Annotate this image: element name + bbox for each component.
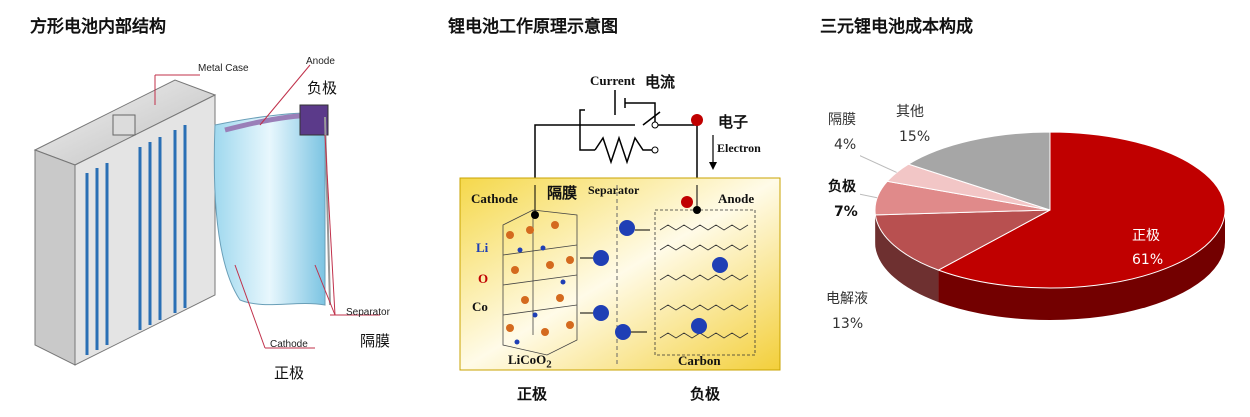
- bottom-cathode-cn-label: 正极: [517, 385, 548, 403]
- prismatic-battery-illustration: [33, 64, 380, 366]
- separator-cell-label: Separator: [588, 183, 640, 197]
- cathode-cn-label: 正极: [274, 364, 305, 382]
- anode-label: Anode: [306, 56, 335, 67]
- cathode-cell-label: Cathode: [471, 191, 518, 206]
- licoo-text: LiCoO: [508, 352, 547, 367]
- anode-cn-label: 负极: [307, 79, 338, 97]
- pie-leader-line-3: [860, 155, 897, 173]
- cathode-label: Cathode: [270, 339, 308, 350]
- separator-label: Separator: [346, 307, 390, 318]
- cost-pie-chart: [860, 131, 1226, 320]
- current-cn-label: 电流: [645, 73, 676, 91]
- slice-label-name-anode: 负极: [828, 179, 856, 195]
- separator-cn-label: 隔膜: [360, 332, 391, 350]
- metal-case-label: Metal Case: [198, 63, 249, 74]
- panel-title-working-principle: 锂电池工作原理示意图: [448, 17, 618, 37]
- o-legend-label: O: [478, 271, 489, 286]
- slice-label-value-cathode: 61%: [1132, 252, 1164, 268]
- pie-slice-side-0: [938, 210, 1225, 320]
- current-label: Current: [590, 73, 636, 88]
- bottom-anode-cn-label: 负极: [690, 385, 721, 403]
- licoo2-label: LiCoO2: [508, 352, 552, 371]
- pie-slice-4: [907, 131, 1051, 211]
- li-legend-label: Li: [476, 240, 489, 255]
- slice-label-name-other: 其他: [896, 104, 924, 120]
- electron-label: Electron: [717, 141, 761, 155]
- carbon-label: Carbon: [678, 353, 721, 368]
- co-legend-label: Co: [472, 299, 488, 314]
- slice-label-value-electrolyte: 13%: [832, 316, 864, 332]
- li-ion-principle-diagram: [459, 90, 781, 371]
- separator-cn-cell-label: 隔膜: [547, 184, 578, 202]
- slice-label-value-other: 15%: [899, 129, 931, 145]
- panel-title-battery-structure: 方形电池内部结构: [30, 17, 166, 37]
- slice-label-name-separator: 隔膜: [828, 112, 856, 128]
- slice-label-value-anode: 7%: [834, 204, 858, 220]
- slice-label-name-electrolyte: 电解液: [826, 291, 868, 307]
- pie-leader-line-2: [860, 193, 878, 199]
- anode-cell-label: Anode: [718, 191, 755, 206]
- licoo-subscript: 2: [546, 358, 552, 371]
- panel-title-cost-structure: 三元锂电池成本构成: [820, 17, 973, 37]
- slice-label-value-separator: 4%: [834, 137, 857, 153]
- slice-label-name-cathode: 正极: [1132, 228, 1160, 244]
- pie-slice-side-1: [875, 214, 939, 303]
- pie-slice-1: [874, 209, 1051, 271]
- pie-slice-0: [937, 131, 1226, 289]
- electron-cn-label: 电子: [718, 113, 749, 131]
